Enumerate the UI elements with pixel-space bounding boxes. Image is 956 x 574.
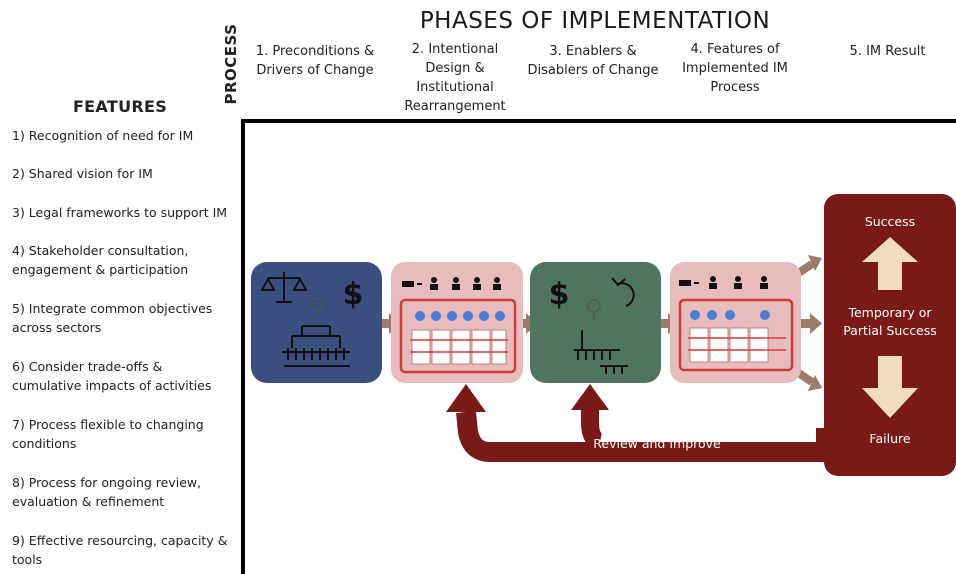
- dollar-icon-phase-3: $: [549, 277, 570, 312]
- im-result-box: Success Temporary or Partial Success Fai…: [824, 194, 956, 476]
- scales-icon: [260, 272, 308, 303]
- result-partial-label-2: Partial Success: [843, 323, 937, 338]
- lightbulb-icon-phase-3: [587, 299, 601, 320]
- lightbulb-icon: [309, 297, 323, 318]
- failure-down-arrow-icon: [862, 356, 918, 418]
- institution-table-phase-4: [689, 327, 769, 363]
- phase-5-label: 5. IM Result: [849, 44, 926, 59]
- phase-4-box: [670, 262, 801, 383]
- result-success-label: Success: [865, 214, 915, 229]
- review-improve-loop: Review and Improve: [446, 384, 836, 462]
- result-failure-label: Failure: [869, 431, 910, 446]
- feature-item-3: 3) Legal frameworks to support IM: [12, 205, 228, 220]
- actors-icons-phase-4: [679, 276, 768, 289]
- undo-arrow-icon: [611, 277, 635, 307]
- feature-item-4: 4) Stakeholder consultation,engagement &…: [12, 243, 189, 277]
- actors-icons: [402, 277, 501, 290]
- service-circle-icons-phase-4: [690, 310, 770, 320]
- phase-1-box: $: [251, 262, 382, 383]
- arrow-4-to-success: [794, 255, 822, 278]
- arrow-4-to-partial: [800, 313, 822, 334]
- phase-3-label: 3. Enablers &Disablers of Change: [527, 44, 659, 78]
- feature-item-1: 1) Recognition of need for IM: [12, 128, 194, 143]
- features-heading: FEATURES: [72, 97, 168, 116]
- process-frame: [241, 119, 956, 574]
- service-circle-icons: [415, 311, 505, 321]
- arrow-4-to-failure: [794, 368, 822, 391]
- phase-2-box: [391, 262, 523, 383]
- feature-item-2: 2) Shared vision for IM: [12, 166, 153, 181]
- feature-item-8: 8) Process for ongoing review,evaluation…: [12, 475, 202, 509]
- review-improve-label: Review and Improve: [593, 436, 721, 451]
- feature-item-6: 6) Consider trade-offs &cumulative impac…: [12, 359, 212, 393]
- phase-1-label: 1. Preconditions &Drivers of Change: [255, 44, 375, 78]
- success-up-arrow-icon: [862, 237, 918, 290]
- network-icon: [282, 325, 350, 367]
- institution-table: [411, 329, 507, 365]
- feature-item-9: 9) Effective resourcing, capacity &tools: [12, 533, 228, 567]
- page-title: PHASES OF IMPLEMENTATION: [419, 8, 771, 34]
- dollar-icon: $: [343, 277, 364, 312]
- phase-3-box: $: [530, 262, 661, 383]
- result-partial-label-1: Temporary or: [847, 305, 932, 320]
- network-icon-phase-3: [574, 330, 628, 374]
